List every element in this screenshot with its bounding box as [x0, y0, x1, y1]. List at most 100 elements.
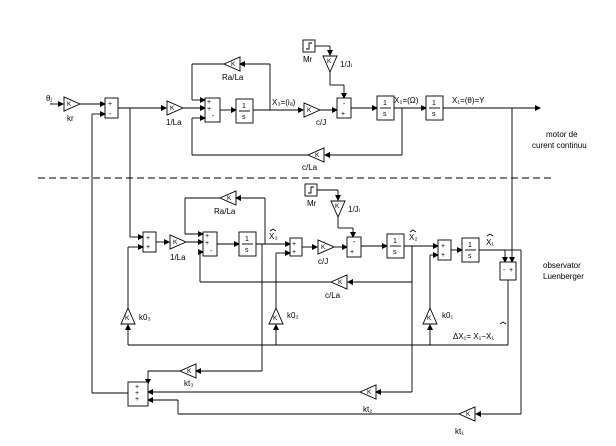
svg-text:K: K: [307, 107, 312, 114]
svg-text:1: 1: [245, 236, 249, 243]
x2-omega-label: X₂=(Ω): [394, 96, 419, 105]
svg-text:K: K: [227, 195, 232, 202]
mr-label-bot: Mr: [307, 199, 317, 208]
kr-label: kr: [67, 114, 74, 123]
one-over-la-label-top: 1/La: [166, 118, 182, 127]
theta-j-label: θⱼ: [46, 94, 52, 103]
sum-block-observer-torque: [346, 236, 362, 258]
svg-text:+: +: [146, 235, 150, 242]
x3-ia-label: X₃=(iₐ): [272, 98, 296, 107]
svg-text:s: s: [432, 111, 436, 118]
x1-theta-label: X₁=(θ)=Y: [452, 96, 485, 105]
svg-text:+: +: [509, 267, 513, 274]
kt2-gain-block: [358, 384, 377, 400]
svg-text:K: K: [170, 105, 175, 112]
k01-gain-block: [422, 306, 438, 325]
c-over-la-gain-top: [306, 147, 325, 163]
mr-label-top: Mr: [303, 55, 313, 64]
one-over-la-gain-top: [166, 100, 185, 116]
c-over-j-gain-top: [303, 102, 322, 118]
c-over-j-label-bot: c/J: [318, 257, 328, 266]
svg-text:-: -: [503, 267, 506, 274]
c-over-j-label-top: c/J: [316, 118, 326, 127]
svg-text:1: 1: [432, 100, 436, 107]
x1-hat-label: X₁: [486, 238, 494, 247]
kt1-gain-block: [457, 406, 476, 422]
svg-text:K: K: [338, 279, 343, 286]
one-over-jl-gain-bot: [330, 200, 346, 219]
svg-text:1: 1: [383, 100, 387, 107]
observer-model: + + K 1/La + + - 1 s X₃ K Ra/La + +: [91, 108, 584, 436]
c-over-la-label-bot: c/La: [325, 291, 341, 300]
svg-text:K: K: [315, 152, 320, 159]
c-over-la-label-top: c/La: [302, 163, 318, 172]
one-over-la-gain-bot: [169, 234, 188, 250]
kt3-label: kt₃: [184, 379, 193, 388]
kt2-label: kt₂: [363, 405, 372, 414]
svg-text:-: -: [212, 113, 215, 120]
svg-text:+: +: [135, 390, 139, 397]
ra-la-gain-bot: [218, 190, 237, 206]
svg-text:K: K: [335, 203, 340, 210]
kr-gain-block: [63, 96, 82, 112]
svg-text:+: +: [292, 241, 296, 248]
kt3-gain-block: [178, 363, 197, 379]
svg-text:K: K: [367, 389, 372, 396]
svg-text:+: +: [441, 252, 445, 259]
svg-text:s: s: [245, 247, 249, 254]
svg-text:K: K: [231, 61, 236, 68]
one-over-la-label-bot: 1/La: [170, 253, 186, 262]
svg-text:+: +: [135, 384, 139, 391]
svg-text:+: +: [135, 396, 139, 403]
svg-text:K: K: [466, 411, 471, 418]
motor-model: θⱼ K kr + - K 1/La + + - 1 s X₃=(iₐ) K: [46, 39, 587, 172]
svg-text:+: +: [207, 106, 211, 113]
observer-label-line2: Luenberger: [543, 272, 584, 281]
motor-label-line2: curent continuu: [532, 141, 587, 150]
svg-text:+: +: [205, 240, 209, 247]
svg-text:+: +: [341, 111, 345, 118]
svg-text:s: s: [242, 114, 246, 121]
svg-text:s: s: [393, 249, 397, 256]
ra-la-gain-top: [222, 56, 241, 72]
svg-text:+: +: [146, 244, 150, 251]
k02-gain-block: [268, 306, 284, 325]
svg-text:+: +: [441, 243, 445, 250]
ra-la-label-top: Ra/La: [222, 73, 244, 82]
k03-gain-block: [120, 306, 136, 325]
observer-label-line1: observator: [543, 261, 581, 270]
svg-text:K: K: [67, 101, 72, 108]
delta-x1-label: ΔX₁= X₁−X₁: [453, 332, 494, 341]
svg-text:-: -: [343, 101, 346, 108]
svg-text:K: K: [173, 239, 178, 246]
svg-text:K: K: [187, 368, 192, 375]
svg-text:+: +: [292, 249, 296, 256]
svg-text:K: K: [427, 315, 432, 322]
k03-label: k0₃: [139, 313, 151, 322]
svg-text:-: -: [109, 111, 112, 118]
svg-text:K: K: [327, 58, 332, 65]
k02-label: k0₂: [287, 311, 299, 320]
x2-hat-label: X₂: [409, 233, 417, 242]
svg-text:+: +: [108, 101, 112, 108]
svg-text:-: -: [210, 248, 213, 255]
svg-text:1: 1: [468, 242, 472, 249]
svg-text:-: -: [353, 239, 356, 246]
c-over-la-gain-bot: [329, 274, 348, 290]
one-over-jl-gain-top: [322, 55, 338, 74]
svg-text:1: 1: [242, 103, 246, 110]
ra-la-label-bot: Ra/La: [214, 207, 236, 216]
svg-text:K: K: [321, 244, 326, 251]
svg-text:K: K: [125, 315, 130, 322]
one-over-jl-label-bot: 1/Jₗ: [348, 205, 360, 214]
sum-block-state-feedback: [127, 381, 149, 407]
svg-text:1: 1: [393, 238, 397, 245]
svg-text:+: +: [207, 99, 211, 106]
k01-label: k0₁: [442, 311, 453, 320]
svg-text:+: +: [350, 249, 354, 256]
svg-text:s: s: [383, 111, 387, 118]
one-over-jl-label-top: 1/Jₗ: [340, 60, 352, 69]
x3-hat-label: X₃: [269, 232, 278, 241]
